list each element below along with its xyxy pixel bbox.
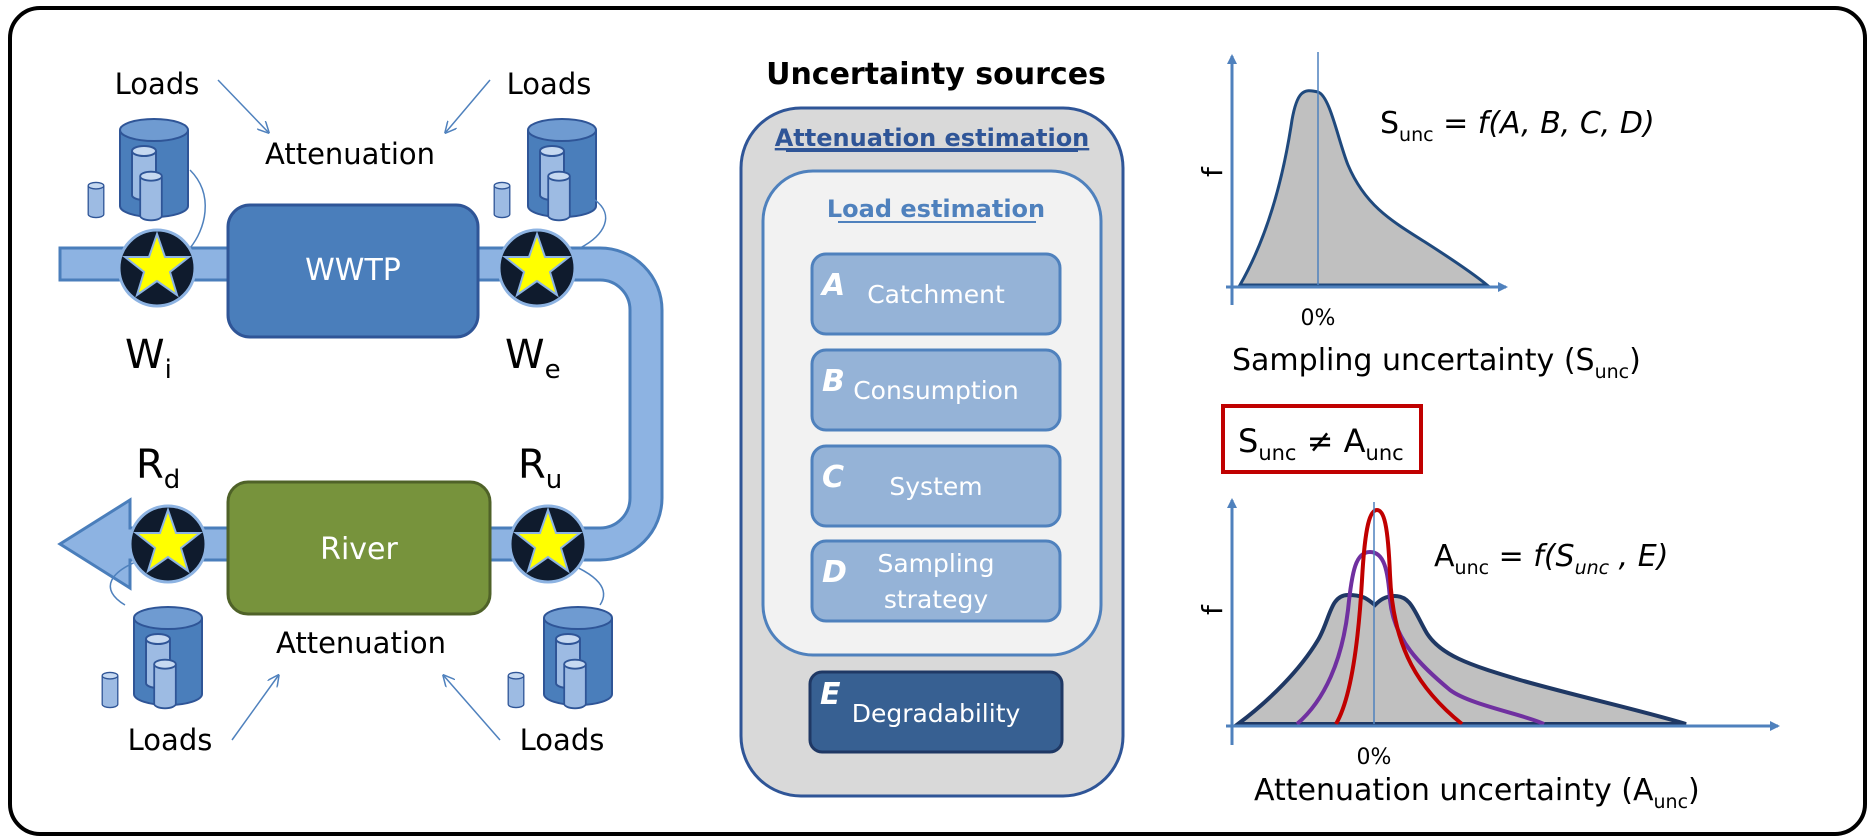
inequality-box: Sunc ≠ Aunc — [1221, 404, 1423, 474]
wwtp-box — [226, 203, 480, 339]
river-label: River — [320, 532, 398, 567]
source-d: D Sampling strategy — [810, 539, 1062, 623]
svg-text:System: System — [889, 472, 982, 501]
svg-text:strategy: strategy — [884, 585, 988, 614]
attenuation-red-distribution — [1334, 507, 1464, 726]
svg-text:E: E — [820, 677, 841, 712]
point-label-wi: Wi — [125, 332, 172, 385]
sampling-uncertainty-chart: f 0% Sunc = f(A, B, C, D) Sampling uncer… — [1196, 52, 1655, 383]
database-icon — [133, 606, 203, 710]
flow-pipe — [57, 246, 664, 591]
svg-text:Degradability: Degradability — [852, 699, 1021, 728]
svg-text:A: A — [820, 268, 845, 303]
load-estimation-header: Load estimation — [827, 195, 1045, 223]
loads-label: Loads — [128, 723, 213, 757]
attenuation-estimation-header: Attenuation estimation — [775, 124, 1090, 152]
bottom-chart-x-tick: 0% — [1357, 745, 1392, 770]
svg-text:Consumption: Consumption — [853, 376, 1019, 405]
attenuation-label: Attenuation — [265, 137, 435, 171]
point-label-we: We — [505, 332, 561, 385]
database-icon — [507, 671, 525, 709]
sampling-caption: Sampling uncertainty (Sunc) — [1232, 343, 1641, 383]
star-rd-icon — [128, 504, 208, 584]
sampling-formula: Sunc = f(A, B, C, D) — [1380, 106, 1655, 146]
wwtp-label: WWTP — [305, 253, 401, 288]
uncertainty-title: Uncertainty sources — [766, 57, 1106, 92]
star-ru-icon — [508, 504, 588, 584]
star-we-icon — [497, 228, 577, 308]
middle-panel: Uncertainty sources Attenuation estimati… — [739, 57, 1125, 798]
svg-text:Catchment: Catchment — [867, 280, 1005, 309]
svg-text:C: C — [822, 460, 844, 495]
svg-text:Sampling: Sampling — [877, 549, 994, 578]
river-box — [226, 480, 492, 616]
loads-label: Loads — [520, 723, 605, 757]
database-icon — [493, 181, 511, 219]
bottom-chart-y-label: f — [1196, 604, 1229, 615]
database-icon — [101, 671, 119, 709]
svg-text:D: D — [822, 555, 847, 590]
point-label-rd: Rd — [136, 442, 180, 495]
left-panel: WWTP River — [57, 67, 664, 757]
star-wi-icon — [117, 228, 197, 308]
attenuation-uncertainty-chart: f 0% Aunc = f(Sunc , E) Attenuation unce… — [1196, 498, 1780, 813]
attenuation-purple-distribution — [1295, 549, 1545, 726]
right-panel: f 0% Sunc = f(A, B, C, D) Sampling uncer… — [1196, 52, 1780, 813]
source-a: A Catchment — [810, 252, 1062, 336]
database-icon — [119, 118, 189, 222]
source-e: E Degradability — [808, 670, 1064, 754]
attenuation-caption: Attenuation uncertainty (Aunc) — [1254, 773, 1700, 813]
database-icon — [87, 181, 105, 219]
database-icon — [527, 118, 597, 222]
point-label-ru: Ru — [518, 442, 562, 495]
top-chart-y-label: f — [1196, 166, 1229, 177]
source-b: B Consumption — [810, 348, 1062, 432]
source-c: C System — [810, 444, 1062, 528]
database-icon — [543, 606, 613, 710]
attenuation-label: Attenuation — [276, 626, 446, 660]
top-chart-x-tick: 0% — [1301, 306, 1336, 331]
svg-text:B: B — [822, 364, 845, 399]
loads-label: Loads — [507, 67, 592, 101]
svg-text:Sunc ≠ Aunc: Sunc ≠ Aunc — [1238, 422, 1404, 465]
loads-label: Loads — [115, 67, 200, 101]
attenuation-formula: Aunc = f(Sunc , E) — [1434, 539, 1668, 579]
sampling-distribution-curve — [1237, 89, 1492, 287]
